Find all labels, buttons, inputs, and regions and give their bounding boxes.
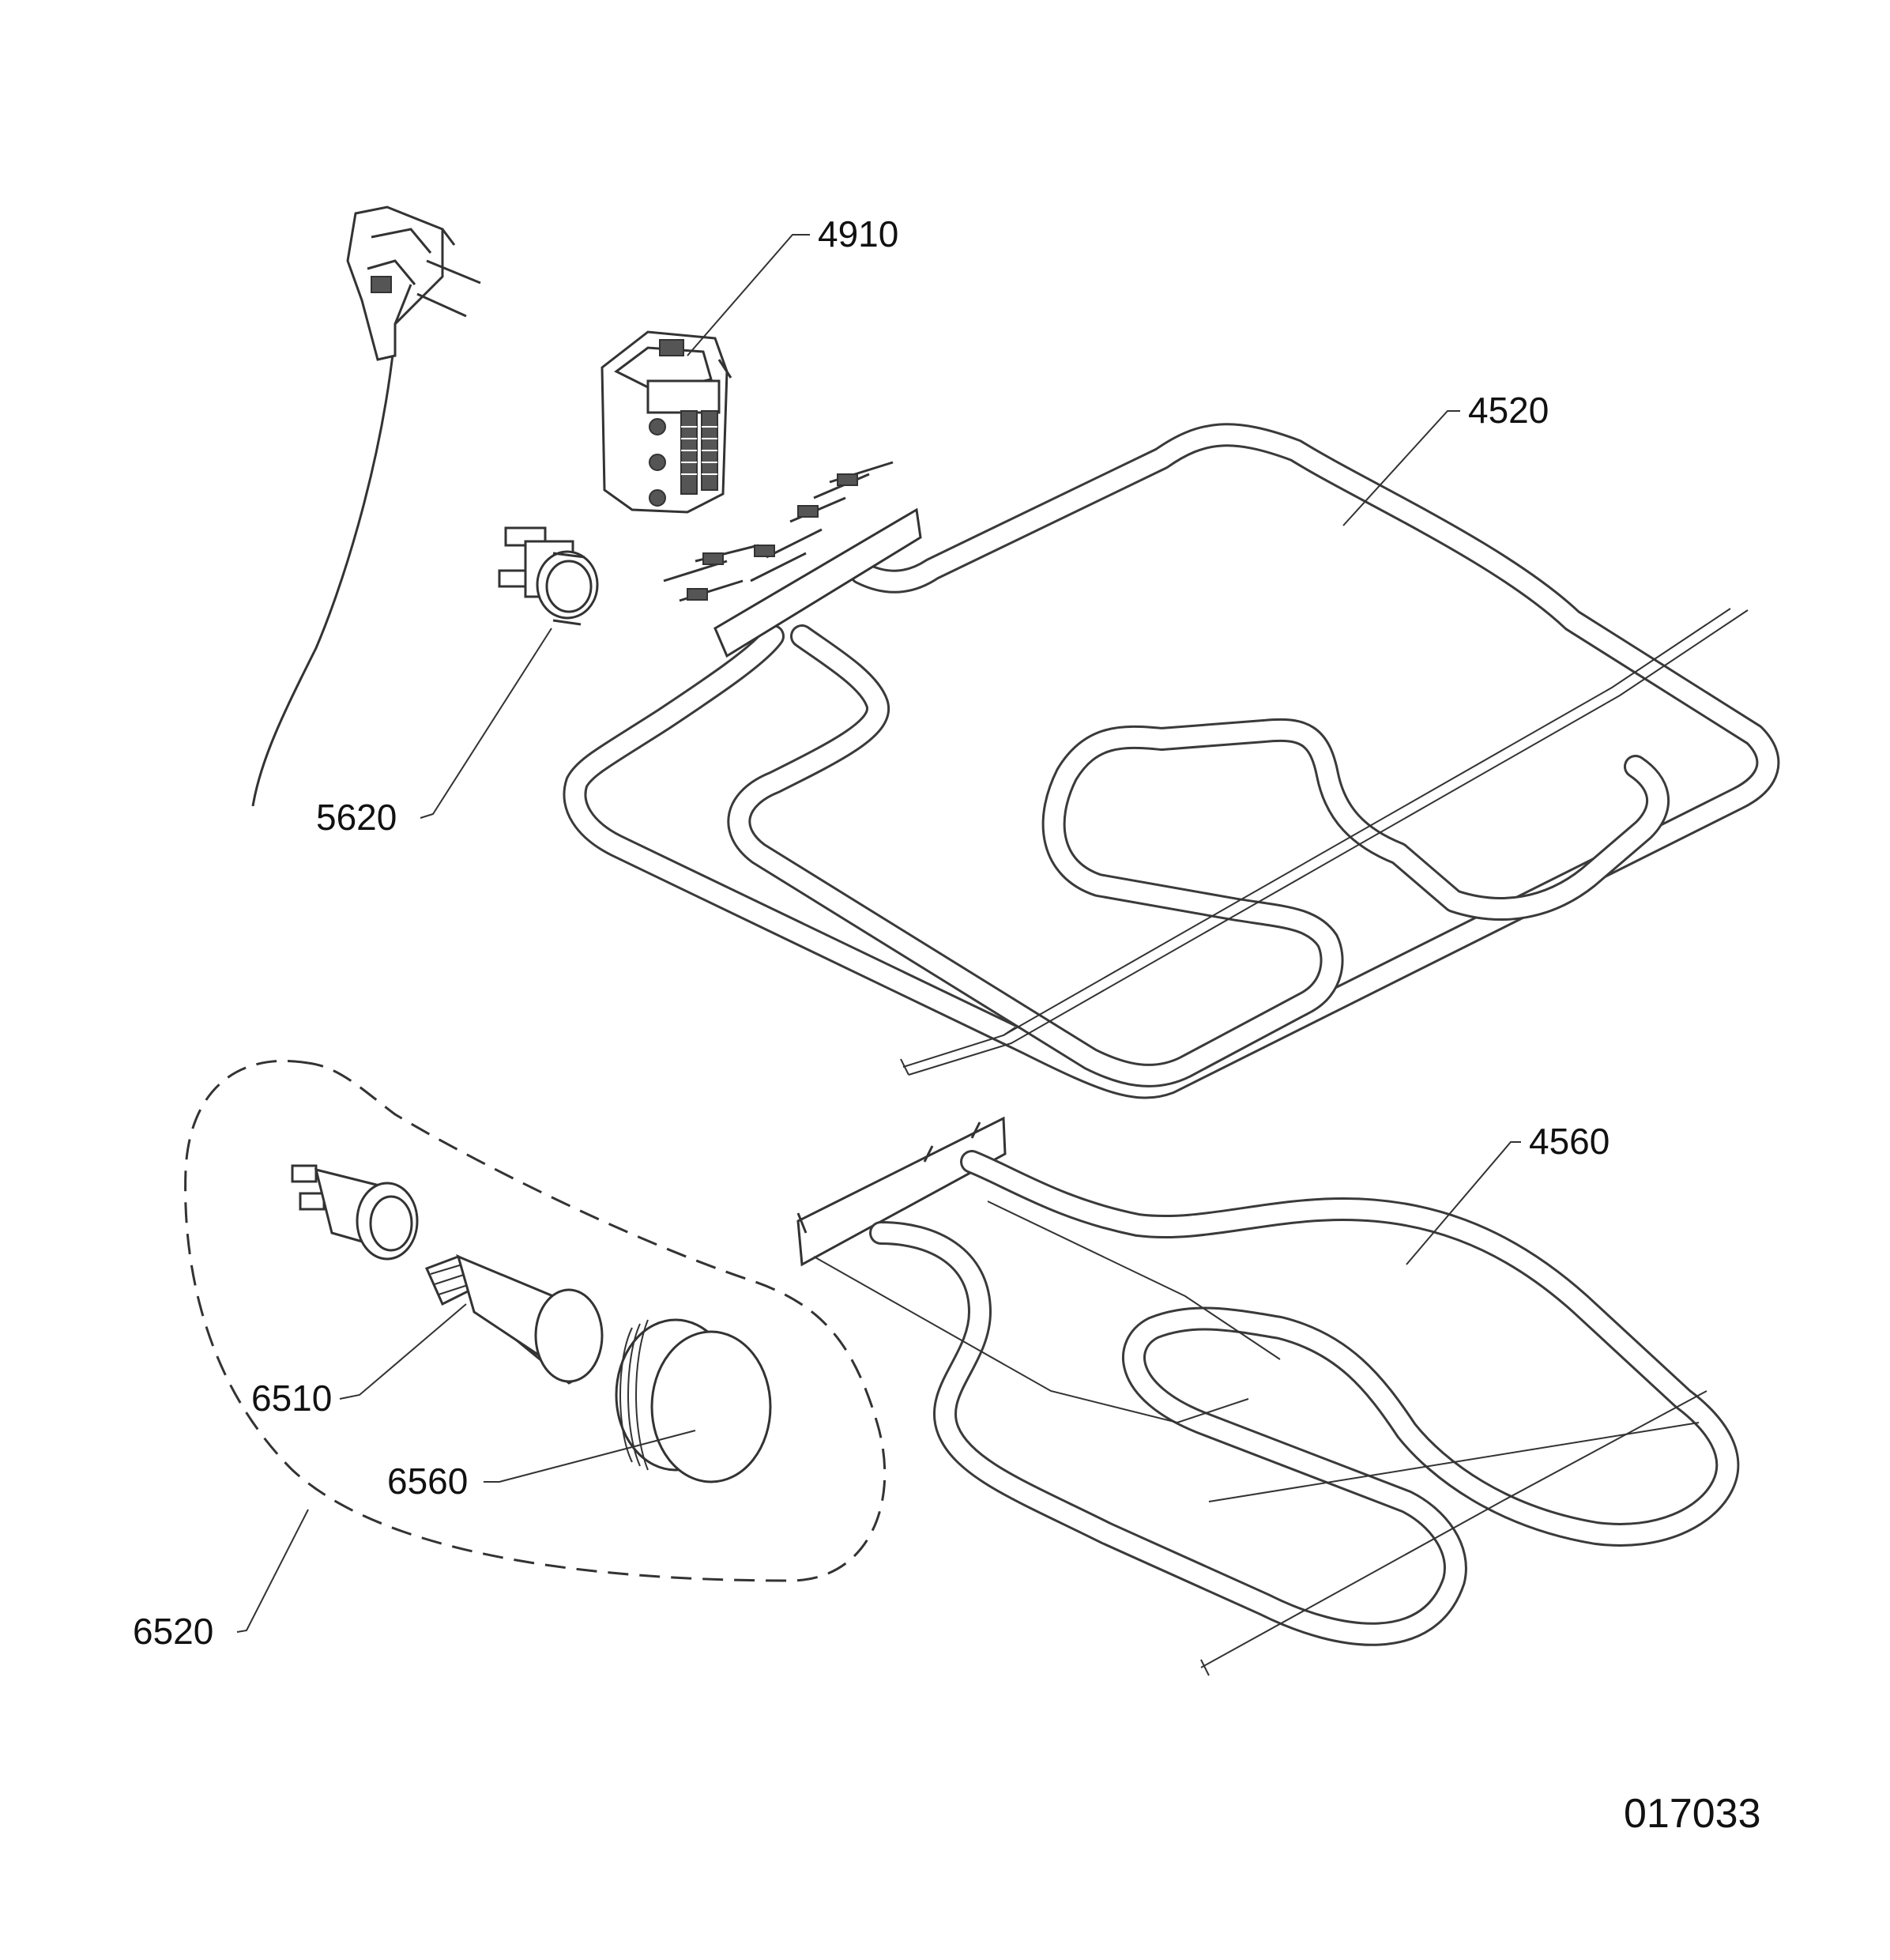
lamp-bulb-6510 bbox=[424, 1253, 604, 1385]
label-thermostat: 5620 bbox=[316, 797, 397, 838]
label-top-heating-element: 4520 bbox=[1468, 390, 1549, 431]
bottom-heating-element-4560 bbox=[796, 1116, 1740, 1676]
thermostat-5620 bbox=[498, 526, 599, 626]
top-heating-element-4520 bbox=[563, 423, 1780, 1099]
power-plug bbox=[251, 205, 481, 807]
leader-lines bbox=[236, 234, 1521, 1633]
label-bottom-heating-element: 4560 bbox=[1529, 1121, 1610, 1162]
terminal-block-4910 bbox=[601, 330, 732, 514]
lamp-cover-6560 bbox=[615, 1318, 772, 1483]
label-lamp-cover: 6560 bbox=[387, 1461, 468, 1502]
label-lamp-assembly: 6520 bbox=[133, 1611, 213, 1652]
document-code: 017033 bbox=[1624, 1791, 1761, 1837]
lamp-assembly-6520 bbox=[184, 1059, 887, 1582]
label-terminal-block: 4910 bbox=[818, 213, 898, 254]
lamp-holder bbox=[291, 1164, 419, 1261]
label-lamp-bulb: 6510 bbox=[251, 1378, 332, 1419]
